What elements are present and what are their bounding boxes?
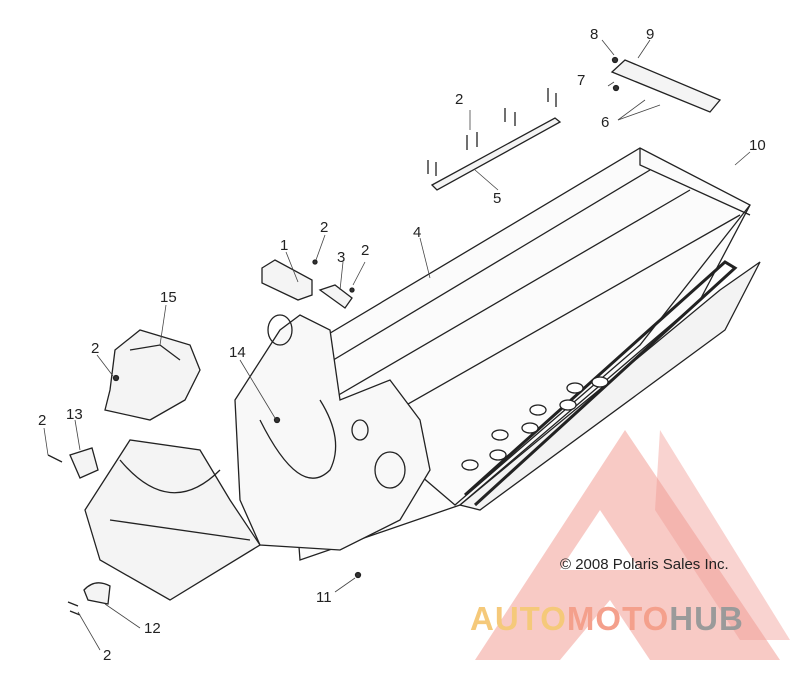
- callout-2: 2: [103, 647, 112, 664]
- bolt-icons: [47, 56, 620, 616]
- callout-2: 2: [91, 340, 100, 357]
- callout-10: 10: [749, 137, 766, 154]
- part-9-rail: [610, 59, 722, 113]
- watermark-auto: AUTO: [470, 600, 567, 637]
- callout-11: 11: [316, 589, 332, 606]
- bulkhead-assembly: [84, 314, 431, 601]
- callout-12: 12: [144, 620, 161, 637]
- callout-4: 4: [413, 224, 422, 241]
- callout-9: 9: [646, 26, 655, 43]
- callout-5: 5: [493, 190, 502, 207]
- callout-2: 2: [38, 412, 47, 429]
- callout-6: 6: [601, 114, 610, 131]
- leader-lines: [43, 39, 751, 651]
- callout-14: 14: [229, 344, 246, 361]
- part-5-rail: [430, 117, 562, 191]
- part-12-plate: [83, 582, 111, 605]
- callout-8: 8: [590, 26, 599, 43]
- part-3-bracket: [318, 284, 353, 309]
- copyright-text: © 2008 Polaris Sales Inc.: [560, 556, 729, 573]
- callout-2: 2: [455, 91, 464, 108]
- callout-15: 15: [160, 289, 177, 306]
- callout-1: 1: [280, 237, 289, 254]
- part-1-bracket: [261, 259, 313, 301]
- callout-2: 2: [320, 219, 329, 236]
- watermark-logo-icon: [475, 430, 790, 660]
- watermark-brand: AUTOMOTOHUB: [470, 600, 744, 638]
- callout-13: 13: [66, 406, 83, 423]
- part-15-bracket: [104, 329, 201, 421]
- callout-3: 3: [337, 249, 346, 266]
- watermark-hub: HUB: [669, 600, 744, 637]
- callout-7: 7: [577, 72, 586, 89]
- callout-2: 2: [361, 242, 370, 259]
- side-holes: [461, 376, 609, 471]
- watermark-moto: MOTO: [566, 600, 670, 637]
- part-13-clip: [69, 447, 99, 479]
